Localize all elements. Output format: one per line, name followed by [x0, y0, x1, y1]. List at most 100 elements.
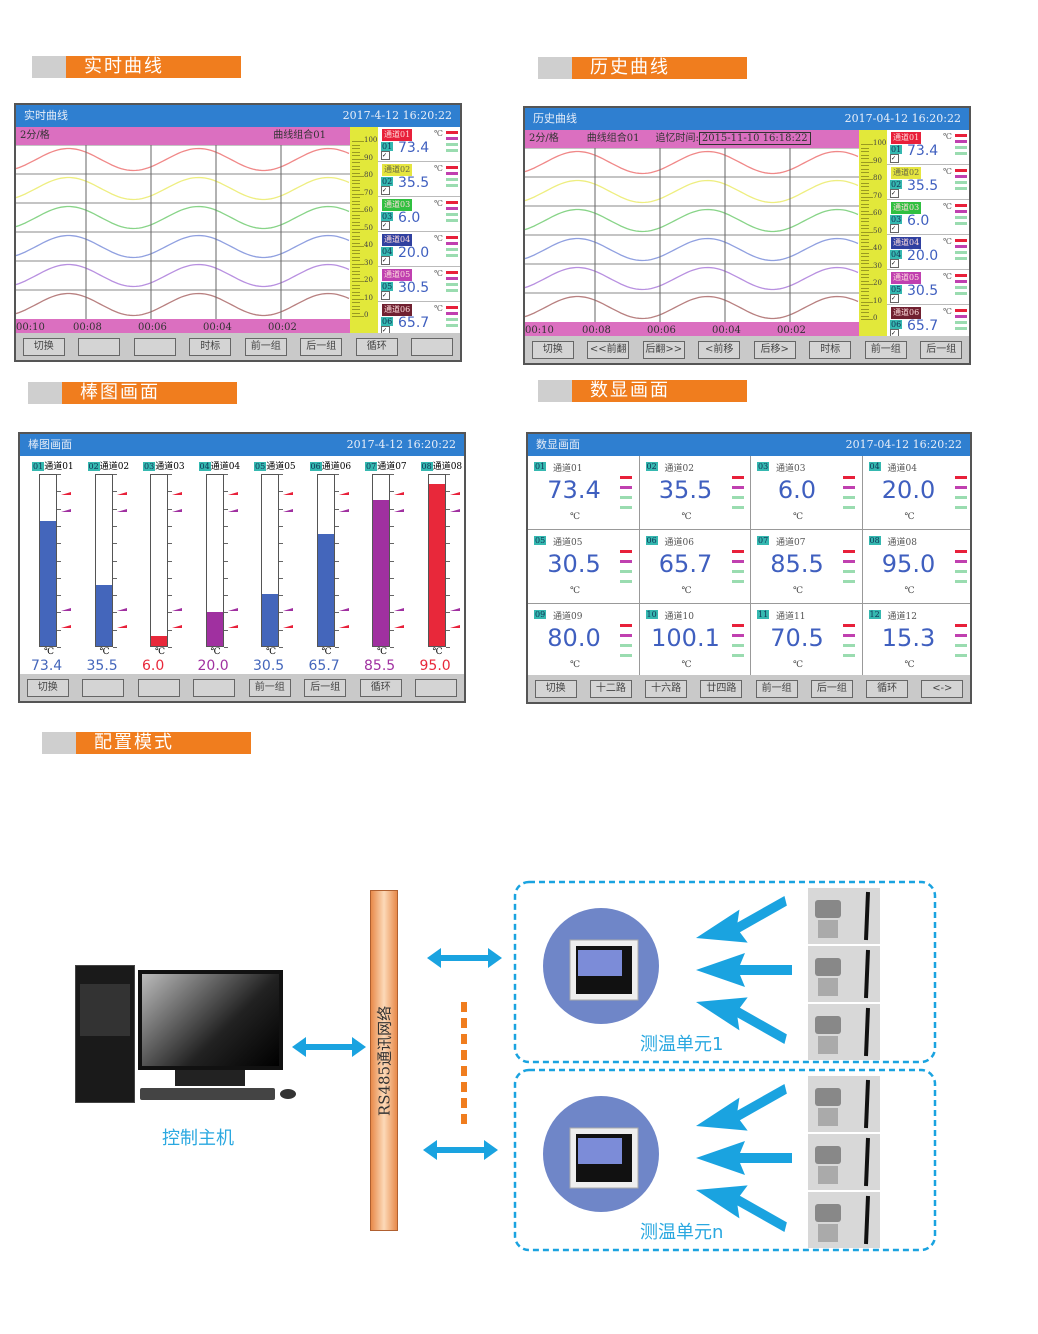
channel-cell[interactable]: 11 通道11 70.5 ℃ [751, 604, 863, 678]
checkbox[interactable]: ✓ [381, 186, 390, 195]
checkbox[interactable]: ✓ [890, 154, 899, 163]
softkey-button-4[interactable]: <前移 [698, 340, 741, 359]
curve-channel-5 [525, 266, 859, 291]
alarm-indicator [955, 309, 967, 312]
softkey-button-2[interactable] [82, 678, 125, 697]
softkey-button-4[interactable]: 时标 [189, 337, 232, 356]
channel-item[interactable]: 通道05 ℃ 05 ✓ 30.5 [887, 270, 969, 305]
diagram-graphics [292, 880, 937, 1252]
channel-number: 03 [757, 462, 770, 471]
softkey-button-8[interactable]: <-> [921, 679, 964, 698]
alarm-indicator [446, 184, 458, 187]
checkbox[interactable]: ✓ [381, 256, 390, 265]
channel-value: 20.0 [398, 245, 430, 261]
unit: ℃ [434, 234, 443, 243]
recall-time-field[interactable]: 2015-11-10 16:18:22 [698, 132, 811, 145]
softkey-button-8[interactable] [415, 678, 458, 697]
channel-value: 20.0 [197, 658, 229, 674]
checkbox[interactable]: ✓ [890, 259, 899, 268]
checkbox[interactable]: ✓ [381, 221, 390, 230]
curve-channel-5 [16, 263, 350, 288]
channel-item[interactable]: 通道04 ℃ 04 ✓ 20.0 [378, 232, 460, 267]
channel-cell[interactable]: 02 通道02 35.5 ℃ [639, 456, 751, 530]
softkey-button-5[interactable]: 前一组 [248, 678, 291, 697]
softkey-button-8[interactable] [411, 337, 454, 356]
unit: ℃ [943, 202, 952, 211]
channel-item[interactable]: 通道03 ℃ 03 ✓ 6.0 [887, 200, 969, 235]
softkey-button-2[interactable]: 十二路 [589, 679, 632, 698]
alarm-indicator [955, 181, 967, 184]
channel-value: 65.7 [398, 315, 430, 331]
alarm-indicator [620, 486, 632, 489]
softkey-button-3[interactable] [137, 678, 180, 697]
channel-cell[interactable]: 04 通道04 20.0 ℃ [862, 456, 970, 530]
softkey-button-2[interactable]: <<前翻 [587, 340, 630, 359]
channel-item[interactable]: 通道02 ℃ 02 ✓ 35.5 [378, 162, 460, 197]
softkey-button-4[interactable] [193, 678, 236, 697]
channel-name-badge: 通道03 [382, 199, 413, 211]
softkey-button-1[interactable]: 切换 [22, 337, 65, 356]
unit-box [513, 880, 937, 1064]
channel-cell[interactable]: 07 通道07 85.5 ℃ [751, 530, 863, 604]
channel-item[interactable]: 通道01 ℃ 01 ✓ 73.4 [378, 127, 460, 162]
softkey-button-7[interactable]: 循环 [355, 337, 398, 356]
channel-cell[interactable]: 05 通道05 30.5 ℃ [528, 530, 640, 604]
channel-item[interactable]: 通道02 ℃ 02 ✓ 35.5 [887, 165, 969, 200]
softkey-button-1[interactable]: 切换 [534, 679, 577, 698]
softkey-button-5[interactable]: 后移> [753, 340, 796, 359]
checkbox[interactable]: ✓ [890, 189, 899, 198]
channel-item[interactable]: 通道03 ℃ 03 ✓ 6.0 [378, 197, 460, 232]
alarm-indicator [446, 131, 458, 134]
alarm-marker [394, 605, 404, 611]
ellipsis-dash [461, 1082, 467, 1092]
softkey-button-3[interactable]: 后翻>> [642, 340, 685, 359]
checkbox[interactable]: ✓ [381, 151, 390, 160]
bar-track [94, 474, 113, 647]
softkey-button-8[interactable]: 后一组 [920, 340, 963, 359]
channel-cell[interactable]: 03 通道03 6.0 ℃ [751, 456, 863, 530]
channel-item[interactable]: 通道06 ℃ 06 ✓ 65.7 [887, 305, 969, 340]
softkey-button-6[interactable]: 时标 [809, 340, 852, 359]
softkey-button-1[interactable]: 切换 [26, 678, 69, 697]
time-tick: 00:08 [582, 325, 611, 336]
checkbox[interactable]: ✓ [890, 294, 899, 303]
time-tick: 00:08 [73, 322, 102, 333]
softkey-button-7[interactable]: 循环 [359, 678, 402, 697]
softkey-button-6[interactable]: 后一组 [300, 337, 343, 356]
checkbox[interactable]: ✓ [381, 291, 390, 300]
channel-item[interactable]: 通道06 ℃ 06 ✓ 65.7 [378, 302, 460, 337]
curve-channel-1 [16, 147, 350, 172]
alarm-indicator [446, 312, 458, 315]
channel-cell[interactable]: 12 通道12 15.3 ℃ [862, 604, 970, 678]
softkey-button-1[interactable]: 切换 [531, 340, 574, 359]
scale-label: 90 [364, 153, 373, 162]
channel-cell[interactable]: 08 通道08 95.0 ℃ [862, 530, 970, 604]
section-title: 棒图画面 [62, 382, 237, 404]
bar-track [261, 474, 279, 647]
checkbox[interactable]: ✓ [890, 224, 899, 233]
bar-fill [317, 533, 334, 646]
softkey-button-6[interactable]: 后一组 [810, 679, 853, 698]
softkey-button-3[interactable] [133, 337, 176, 356]
softkey-button-7[interactable]: 循环 [866, 679, 909, 698]
alarm-indicator [620, 570, 632, 573]
softkey-button-7[interactable]: 前一组 [864, 340, 907, 359]
channel-cell[interactable]: 09 通道09 80.0 ℃ [528, 604, 640, 678]
channel-item[interactable]: 通道04 ℃ 04 ✓ 20.0 [887, 235, 969, 270]
channel-item[interactable]: 通道01 ℃ 01 ✓ 73.4 [887, 130, 969, 165]
alarm-marker [227, 622, 238, 628]
recall-label: 追忆时间: [655, 133, 699, 144]
unit: ℃ [943, 237, 952, 246]
channel-cell[interactable]: 06 通道06 65.7 ℃ [639, 530, 751, 604]
channel-item[interactable]: 通道05 ℃ 05 ✓ 30.5 [378, 267, 460, 302]
softkey-button-2[interactable] [78, 337, 121, 356]
alarm-indicator [731, 570, 744, 573]
channel-cell[interactable]: 01 通道01 73.4 ℃ [528, 456, 640, 530]
softkey-button-6[interactable]: 后一组 [304, 678, 347, 697]
softkey-button-5[interactable]: 前一组 [244, 337, 287, 356]
softkey-button-3[interactable]: 十六路 [645, 679, 688, 698]
channel-number: 01 [534, 462, 547, 471]
softkey-button-5[interactable]: 前一组 [755, 679, 798, 698]
softkey-button-4[interactable]: 廿四路 [700, 679, 743, 698]
channel-cell[interactable]: 10 通道10 100.1 ℃ [639, 604, 751, 678]
